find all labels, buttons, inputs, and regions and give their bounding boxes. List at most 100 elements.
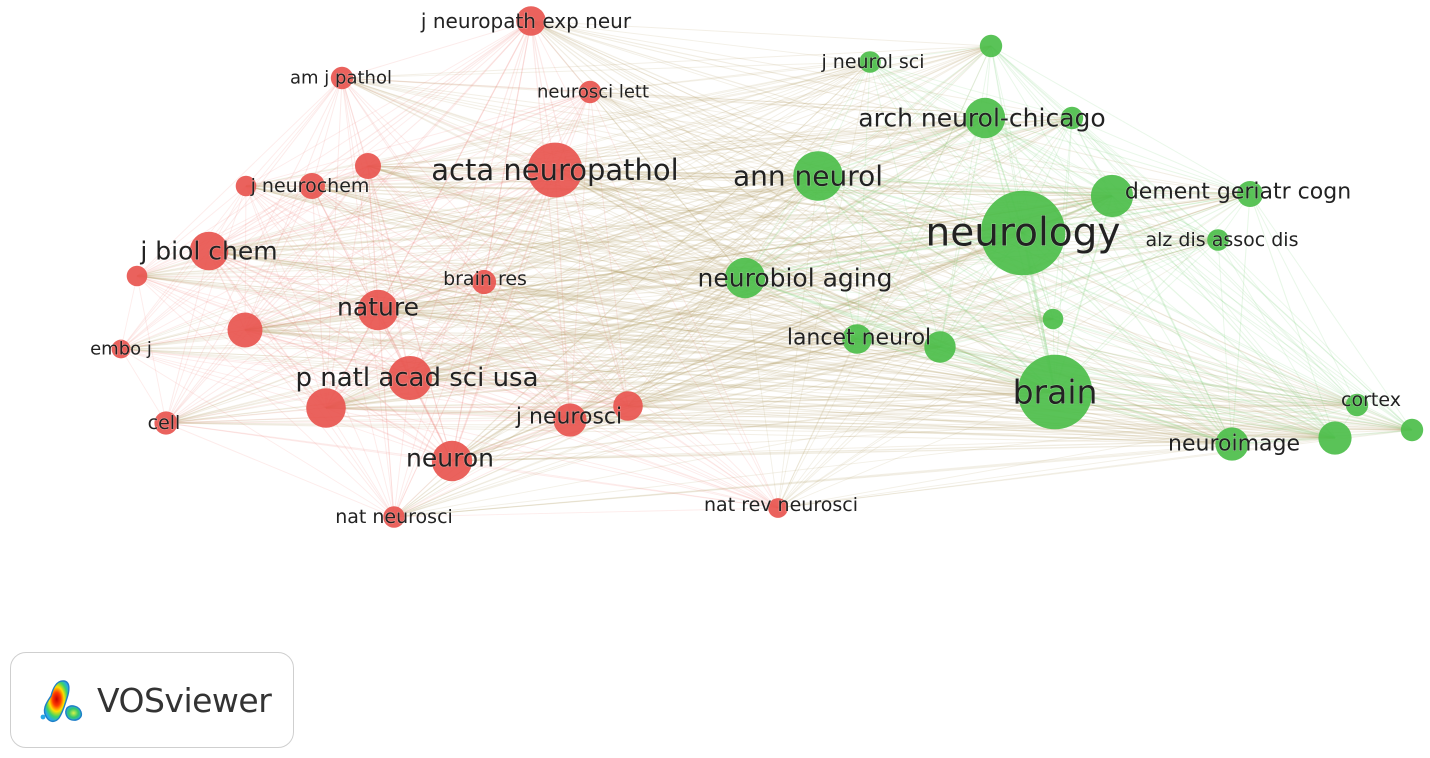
node-label[interactable]: embo j: [90, 338, 153, 360]
network-link: [451, 419, 571, 462]
network-link: [245, 185, 485, 283]
network-node[interactable]: [1318, 421, 1352, 455]
network-link: [367, 117, 986, 167]
network-node[interactable]: [613, 391, 643, 421]
network-node[interactable]: [979, 34, 1003, 58]
node-cell[interactable]: [154, 411, 178, 435]
node-arch-neurol-chicago[interactable]: [964, 97, 1006, 139]
node-label[interactable]: am j pathol: [290, 67, 393, 89]
node-label[interactable]: cortex: [1341, 389, 1402, 412]
node-label[interactable]: nat rev neurosci: [704, 494, 859, 517]
network-link: [569, 391, 1056, 421]
network-link: [569, 117, 986, 421]
network-link: [325, 117, 986, 409]
node-neuroimage[interactable]: [1215, 427, 1249, 461]
node-label[interactable]: arch neurol-chicago: [858, 103, 1106, 133]
node-embo-j[interactable]: [111, 339, 131, 359]
network-link: [817, 175, 1113, 197]
node-label[interactable]: neurosci lett: [536, 81, 649, 103]
node-neurobiol-aging[interactable]: [724, 257, 766, 299]
network-link: [165, 281, 485, 424]
network-link: [325, 193, 1251, 409]
network-node[interactable]: [235, 175, 257, 197]
node-am-j-pathol[interactable]: [330, 66, 354, 90]
node-label[interactable]: j neuropath exp neur: [419, 9, 632, 34]
network-link: [554, 169, 1024, 234]
node-label[interactable]: nature: [337, 292, 420, 322]
node-label[interactable]: brain res: [443, 268, 528, 291]
node-dement-geriatr-cogn[interactable]: [1090, 174, 1134, 218]
node-label[interactable]: neurobiol aging: [697, 263, 893, 293]
network-link: [165, 193, 1251, 424]
node-label[interactable]: ann neurol: [732, 159, 883, 193]
node-label[interactable]: lancet neurol: [786, 325, 931, 351]
node-j-neuropath-exp-neur[interactable]: [516, 6, 546, 36]
network-link: [245, 61, 871, 187]
network-node[interactable]: [1400, 418, 1424, 442]
network-node[interactable]: [1237, 181, 1263, 207]
network-node[interactable]: [126, 265, 148, 287]
network-link: [120, 348, 411, 379]
network-link: [530, 20, 819, 177]
network-node[interactable]: [355, 153, 381, 179]
network-node[interactable]: [924, 331, 956, 363]
node-brain[interactable]: [1017, 354, 1093, 430]
node-p-natl-acad-sci-usa[interactable]: [388, 356, 432, 400]
node-j-neurochem[interactable]: [299, 173, 325, 199]
node-label[interactable]: brain: [1012, 372, 1098, 412]
node-label[interactable]: alz dis assoc dis: [1145, 229, 1299, 252]
node-j-neurol-sci[interactable]: [859, 51, 881, 73]
node-label[interactable]: j neurosci: [514, 404, 622, 430]
network-link: [554, 169, 1054, 320]
node-label[interactable]: neuron: [406, 443, 495, 473]
network-node[interactable]: [1042, 308, 1064, 330]
network-link: [1231, 193, 1251, 445]
node-label[interactable]: nat neurosci: [335, 506, 454, 529]
network-node[interactable]: [227, 312, 263, 348]
network-link: [744, 45, 992, 279]
node-neurosci-lett[interactable]: [578, 80, 602, 104]
node-nature[interactable]: [357, 289, 399, 331]
node-label[interactable]: cell: [147, 412, 181, 435]
network-link: [367, 165, 395, 518]
node-nat-neurosci[interactable]: [383, 506, 405, 528]
network-node[interactable]: [1060, 106, 1084, 130]
node-label[interactable]: j neurol sci: [820, 51, 925, 74]
network-link: [245, 185, 1054, 320]
node-label[interactable]: dement geriatr cogn: [1124, 179, 1351, 205]
network-link: [409, 117, 1073, 379]
node-alz-dis-assoc-dis[interactable]: [1207, 229, 1229, 251]
network-link: [984, 117, 1413, 431]
node-label[interactable]: p natl acad sci usa: [295, 363, 539, 394]
network-link: [165, 185, 247, 424]
node-cortex[interactable]: [1345, 393, 1369, 417]
network-link: [244, 329, 411, 379]
node-acta-neuropathol[interactable]: [527, 142, 583, 198]
node-label[interactable]: acta neuropathol: [431, 153, 679, 188]
network-link: [569, 404, 1358, 421]
network-node[interactable]: [306, 388, 346, 428]
network-link: [409, 175, 819, 379]
node-j-biol-chem[interactable]: [189, 231, 229, 271]
node-label[interactable]: neurology: [925, 210, 1121, 256]
network-link: [244, 329, 779, 509]
node-ann-neurol[interactable]: [793, 151, 843, 201]
node-brain-res[interactable]: [471, 269, 497, 295]
network-link: [367, 165, 819, 177]
node-lancet-neurol[interactable]: [842, 324, 872, 354]
network-link: [817, 175, 1358, 406]
node-nat-rev-neurosci[interactable]: [768, 498, 788, 518]
node-label[interactable]: neuroimage: [1168, 431, 1301, 457]
network-link: [136, 275, 453, 462]
node-neuron[interactable]: [431, 440, 473, 482]
network-link: [341, 77, 629, 407]
node-j-neurosci[interactable]: [553, 403, 587, 437]
node-label[interactable]: j neurochem: [249, 175, 370, 198]
network-link: [569, 232, 1024, 421]
node-neurology[interactable]: [980, 190, 1066, 276]
network-link: [939, 239, 1219, 348]
network-link: [530, 20, 858, 340]
node-label[interactable]: j biol chem: [139, 236, 278, 266]
network-link: [245, 185, 1358, 406]
